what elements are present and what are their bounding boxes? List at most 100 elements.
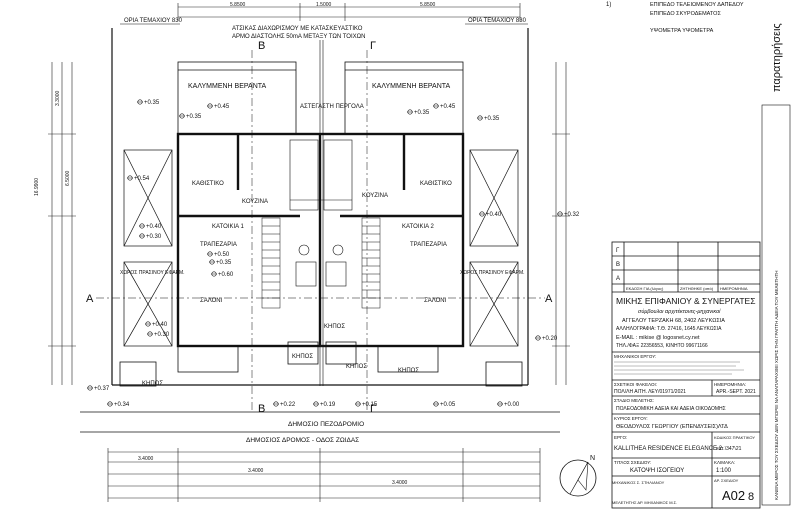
- dim-top-2: 1.5000: [316, 2, 332, 8]
- label-garden-r1: ΚΗΠΟΣ: [324, 324, 345, 330]
- dim-side-1: 3.3000: [55, 90, 61, 106]
- dim-side-3: 16.9900: [34, 178, 40, 196]
- legend-item-2: ΥΨΟΜΕΤΡΑ ΥΨΟΜΕΤΡΑ: [650, 28, 714, 34]
- label-garden-r2: ΚΗΠΟΣ: [346, 364, 367, 370]
- title-block-frame: [611, 241, 761, 509]
- section-marker-a-left: A: [86, 293, 94, 305]
- level-value: +0.32: [564, 212, 580, 218]
- drawing-title-label: ΤΙΤΛΟΣ ΣΧΕΔΙΟΥ:: [614, 460, 651, 465]
- level-marker: +0.60: [211, 271, 234, 278]
- north-arrow: [559, 459, 597, 497]
- label-salon-left: ΣΑΛΟΝΙ: [200, 298, 223, 304]
- label-dining-right: ΤΡΑΠΕΖΑΡΙΑ: [410, 242, 447, 248]
- project-label: ΕΡΓΟ:: [614, 435, 627, 440]
- legend-item-1b: ΕΠΙΠΕΔΟ ΣΚΥΡΟΔΕΜΑΤΟΣ: [650, 11, 721, 17]
- label-green-right: ΧΩΡΟΣ ΠΡΑΣΙΝΟΥ ΕΦΑΡΜ.: [460, 270, 525, 276]
- level-value: +0.22: [280, 402, 296, 408]
- level-value: +0.54: [134, 176, 150, 182]
- label-veranda-right: ΚΑΛΥΜΜΕΝΗ ΒΕΡΑΝΤΑ: [372, 83, 451, 90]
- sheet-code: A02: [722, 488, 745, 503]
- label-living-right: ΚΑΘΙΣΤΙΚΟ: [420, 181, 452, 187]
- level-marker: +0.37: [87, 385, 110, 392]
- section-marker-b-left: B: [258, 40, 265, 52]
- level-marker: +0.54: [127, 175, 150, 182]
- side-notes-heading: παρατηρήσεις: [771, 23, 783, 92]
- code-label: ΚΩΔΙΚΟΣ ΠΡΑΚΤΙΚΟΥ: [714, 435, 755, 440]
- firm-name: ΜΙΚΗΣ ΕΠΙΦΑΝΙΟΥ & ΣΥΝΕΡΓΑΤΕΣ: [616, 296, 755, 306]
- code-value: κατ.\347\21: [716, 446, 742, 452]
- label-garden-l2: ΚΗΠΟΣ: [292, 354, 313, 360]
- level-value: +0.37: [94, 386, 110, 392]
- north-label: N: [590, 455, 595, 462]
- date-label: ΗΜΕΡΟΜΗΝΙΑ:: [714, 382, 746, 387]
- legend-item-1a: ΕΠΙΠΕΔΟ ΤΕΛΕΙΩΜΕΝΟΥ ΔΑΠΕΔΟΥ: [650, 2, 744, 8]
- firm-email: E-MAIL : mikise @ logosnet.cy.net: [616, 335, 700, 341]
- level-value: +0.05: [440, 402, 456, 408]
- label-green-left: ΧΩΡΟΣ ΠΡΑΣΙΝΟΥ ΕΦΑΡΜ.: [120, 270, 185, 276]
- level-marker: +0.35: [407, 109, 430, 116]
- sheet-label: ΑΡ. ΣΧΕΔΙΟΥ: [714, 478, 739, 483]
- client-label: ΚΥΡΙΟΣ ΕΡΓΟΥ:: [614, 416, 648, 421]
- label-sidewalk: ΔΗΜΟΣΙΟ ΠΕΖΟΔΡΟΜΙΟ: [288, 421, 364, 428]
- permit-label: ΣΧΕΤΙΚΟΙ ΦΑΚΕΛΟΙ:: [614, 382, 657, 387]
- stair-right: [361, 217, 381, 309]
- level-marker: +0.50: [207, 251, 230, 258]
- firm-address-1: ΑΓΓΕΛΟΥ ΤΕΡΖΑΚΗ 68, 2402 ΛΕΥΚΩΣΙΑ: [622, 318, 725, 324]
- rev-header-3: ΗΜΕΡΟΜΗΝΙΑ: [720, 286, 748, 291]
- level-value: +0.30: [154, 332, 170, 338]
- level-marker: +0.32: [557, 211, 580, 218]
- level-value: +0.40: [152, 322, 168, 328]
- label-kitchen-left: ΚΟΥΖΙΝΑ: [242, 199, 268, 205]
- wall-note-2: ΑΡΜΟ ΔΙΑΣΤΟΛΗΣ 50mA ΜΕΤΑΞΥ ΤΩΝ ΤΟΙΧΩΝ: [232, 34, 365, 40]
- drawn-by: ΜΗΧΑΝΙΚΟΣ Σ. ΣΤΗΛΙΑΝΟΥ: [612, 480, 665, 485]
- level-value: +0.15: [362, 402, 378, 408]
- date-value: APR.-SEPT. 2021: [716, 389, 756, 395]
- disclaimer-strip: [761, 104, 791, 506]
- rev-header-2: ΖΗΤΗΘΗΚΕ (από): [680, 286, 714, 291]
- level-marker: +0.45: [433, 103, 456, 110]
- level-value: +0.45: [440, 104, 456, 110]
- dim-side-2: 6.5000: [65, 170, 71, 186]
- level-value: +0.40: [146, 224, 162, 230]
- dim-top-3: 5.8500: [420, 2, 436, 8]
- dim-top-1: 5.8500: [230, 2, 246, 8]
- level-value: +0.00: [504, 402, 520, 408]
- level-marker: +0.19: [313, 401, 336, 408]
- stair-left: [261, 217, 281, 309]
- level-value: +0.35: [414, 110, 430, 116]
- disclaimer-text: ΚΑΝΕΝΑ ΜΕΡΟΣ ΤΟΥ ΣΧΕΔΙΟΥ ΔΕΝ ΜΠΟΡΕΙ ΝΑ Α…: [774, 270, 779, 500]
- legend-code-1: 1): [606, 2, 611, 8]
- rev-row-a: A: [616, 276, 620, 282]
- level-value: +0.34: [114, 402, 130, 408]
- level-value: +0.35: [186, 114, 202, 120]
- top-dimension-chain: [177, 3, 521, 21]
- permit-value: ΠΟΛ/ΛΗ ΑΙΤΗ. ΛΕΥ/01971/2021: [614, 389, 686, 395]
- level-markers: +0.35+0.45+0.35+0.45+0.35+0.35+0.54+0.40…: [87, 99, 580, 408]
- level-value: +0.35: [144, 100, 160, 106]
- firm-phone: ΤΗΛ./ΦΑΞ 22356553, ΚΙΝΗΤΟ 99671166: [616, 343, 708, 349]
- level-marker: +0.05: [433, 401, 456, 408]
- checked-by: ΜΕΛΕΤΗΤΗΣ ΑΡ. ΜΗΧΑΝΙΚΟΣ Μ.Σ.: [612, 500, 677, 505]
- sidewalk-road: [80, 411, 560, 433]
- project-value: KALLITHEA RESIDENCE ELEGANCE 2: [614, 446, 723, 452]
- level-marker: +0.30: [147, 331, 170, 338]
- level-value: +0.30: [146, 234, 162, 240]
- label-road: ΔΗΜΟΣΙΟΣ ΔΡΟΜΟΣ - ΟΔΟΣ ΖΩΙΔΑΣ: [246, 437, 359, 444]
- right-dimension-chain: [552, 62, 570, 385]
- study-label: ΣΤΑΔΙΟ ΜΕΛΕΤΗΣ:: [614, 398, 654, 403]
- dim-bottom-2: 3.4000: [248, 468, 264, 474]
- level-value: +0.60: [218, 272, 234, 278]
- left-dimension-chain: [48, 62, 76, 385]
- label-living-left: ΚΑΘΙΣΤΙΚΟ: [192, 181, 224, 187]
- entry-boxes: [119, 341, 523, 387]
- wall-note-1: ΑΤΣΙΚΑΣ ΔΙΑΧΩΡΙΣΜΟΥ ΜΕ ΚΑΤΑΣΚΕΥΑΣΤΙΚΟ: [232, 26, 363, 32]
- firm-subtitle: σύμβουλοι αρχιτέκτονες-μηχανικοί: [638, 308, 721, 315]
- level-marker: +0.35: [477, 115, 500, 122]
- engineers-header: ΜΗΧΑΝΙΚΟΙ ΕΡΓΟΥ:: [614, 354, 656, 359]
- side-window-boxes: [123, 149, 519, 347]
- label-pergola: ΑΣΤΕΓΑΣΤΗ ΠΕΡΓΟΛΑ: [300, 104, 364, 110]
- dim-bottom-1: 3.4000: [138, 456, 154, 462]
- level-value: +0.20: [542, 336, 558, 342]
